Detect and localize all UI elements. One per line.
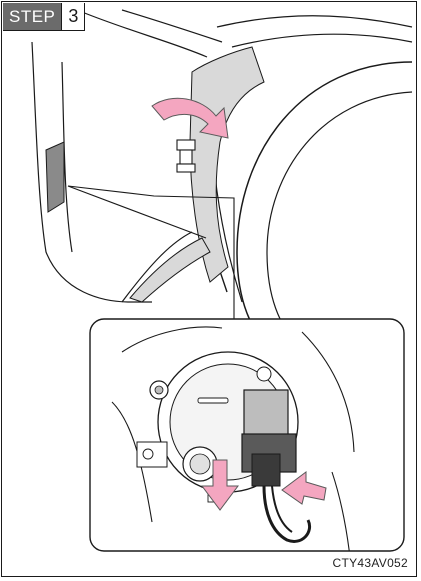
step-label: STEP — [3, 3, 61, 30]
step-number: 3 — [61, 3, 84, 30]
liner-clip — [177, 140, 195, 172]
instruction-frame: STEP 3 — [1, 1, 417, 577]
figure-code: CTY43AV052 — [333, 556, 409, 570]
step-badge: STEP 3 — [3, 3, 85, 31]
illustration — [2, 2, 418, 578]
fog-light-slot — [46, 142, 64, 212]
